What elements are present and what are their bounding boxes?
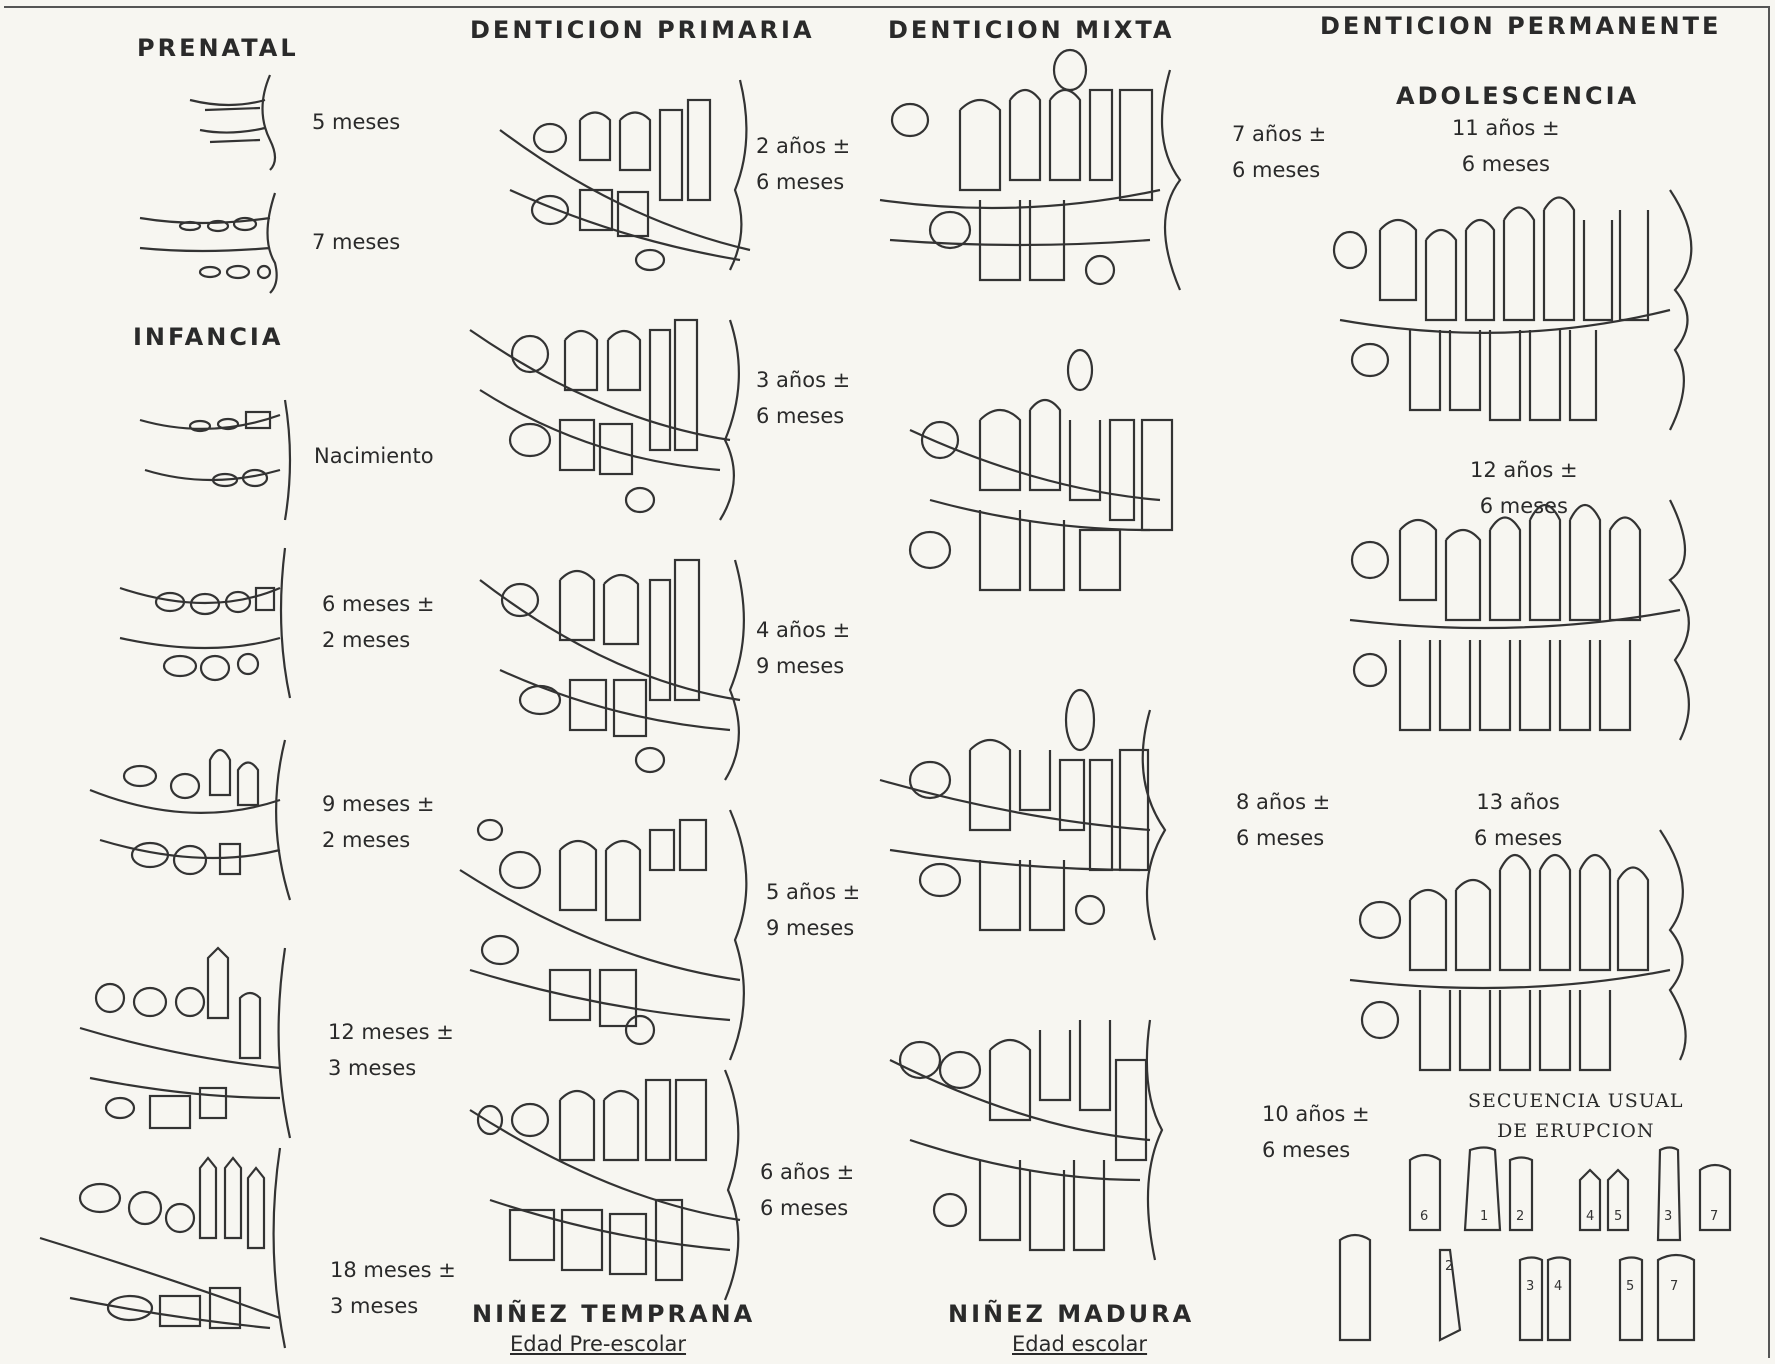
eruption-number-7: 7	[1710, 1209, 1718, 1224]
heading-denticion-primaria: DENTICION PRIMARIA	[470, 16, 815, 44]
eruption-number-lower-5: 5	[1626, 1279, 1634, 1294]
stage-label-6-meses: 6 meses ± 2 meses	[322, 586, 435, 658]
eruption-number-2: 2	[1516, 1209, 1524, 1224]
eruption-number-6: 6	[1420, 1209, 1428, 1224]
eruption-number-5: 5	[1614, 1209, 1622, 1224]
footer-ninez-madura: NIÑEZ MADURA	[948, 1300, 1194, 1328]
footer-edad-preescolar: Edad Pre-escolar	[510, 1332, 686, 1356]
stage-label-7-meses: 7 meses	[312, 224, 400, 260]
jaw-drawing-5-meses	[170, 70, 280, 170]
jaw-drawing-7-meses	[140, 188, 280, 298]
heading-prenatal: PRENATAL	[137, 34, 299, 62]
stage-label-8-anos: 8 años ± 6 meses	[1236, 784, 1330, 856]
heading-denticion-permanente: DENTICION PERMANENTE	[1320, 12, 1721, 40]
stage-label-11-anos: 11 años ± 6 meses	[1452, 110, 1560, 182]
jaw-drawing-18-meses	[40, 1148, 310, 1348]
eruption-number-lower-2: 2	[1445, 1259, 1453, 1274]
stage-label-4-anos: 4 años ± 9 meses	[756, 612, 850, 684]
jaw-drawing-7-anos	[880, 50, 1180, 300]
stage-label-9-meses: 9 meses ± 2 meses	[322, 786, 435, 858]
jaw-drawing-6-meses	[110, 548, 310, 698]
stage-label-5-meses: 5 meses	[312, 104, 400, 140]
footer-ninez-temprana: NIÑEZ TEMPRANA	[472, 1300, 755, 1328]
jaw-drawing-11-anos	[1330, 180, 1710, 430]
eruption-sequence-teeth: 6 1 2 4 5 3 7 2 3 4 5 7	[1320, 1150, 1760, 1350]
jaw-drawing-6-anos	[470, 1070, 760, 1300]
eruption-number-lower-4: 4	[1554, 1279, 1562, 1294]
eruption-number-4: 4	[1586, 1209, 1594, 1224]
jaw-drawing-9-meses	[90, 740, 310, 900]
eruption-number-lower-3: 3	[1526, 1279, 1534, 1294]
footer-edad-escolar: Edad escolar	[1012, 1332, 1147, 1356]
stage-label-3-anos: 3 años ± 6 meses	[756, 362, 850, 434]
heading-denticion-mixta: DENTICION MIXTA	[888, 16, 1175, 44]
jaw-drawing-mixta-2	[910, 350, 1180, 600]
jaw-drawing-10-anos	[890, 1010, 1170, 1270]
eruption-number-lower-7: 7	[1670, 1279, 1678, 1294]
stage-label-5-anos: 5 años ± 9 meses	[766, 874, 860, 946]
eruption-number-3: 3	[1664, 1209, 1672, 1224]
stage-label-12-meses: 12 meses ± 3 meses	[328, 1014, 454, 1086]
jaw-drawing-12-meses	[80, 948, 310, 1138]
jaw-drawing-nacimiento	[140, 400, 290, 530]
jaw-drawing-3-anos	[470, 300, 750, 520]
heading-adolescencia: ADOLESCENCIA	[1396, 82, 1639, 110]
stage-label-2-anos: 2 años ± 6 meses	[756, 128, 850, 200]
jaw-drawing-8-anos	[880, 680, 1170, 940]
stage-label-6-anos: 6 años ± 6 meses	[760, 1154, 854, 1226]
stage-label-nacimiento: Nacimiento	[314, 438, 434, 474]
stage-label-18-meses: 18 meses ± 3 meses	[330, 1252, 456, 1324]
eruption-number-1: 1	[1480, 1209, 1488, 1224]
eruption-sequence-title: SECUENCIA USUAL DE ERUPCION	[1468, 1086, 1684, 1146]
jaw-drawing-12-anos	[1340, 500, 1710, 740]
jaw-drawing-2-anos	[500, 80, 760, 270]
jaw-drawing-5-anos	[460, 810, 760, 1060]
jaw-drawing-4-anos	[480, 540, 760, 780]
heading-infancia: INFANCIA	[133, 323, 283, 351]
jaw-drawing-13-anos	[1350, 830, 1710, 1070]
stage-label-7-anos: 7 años ± 6 meses	[1232, 116, 1326, 188]
